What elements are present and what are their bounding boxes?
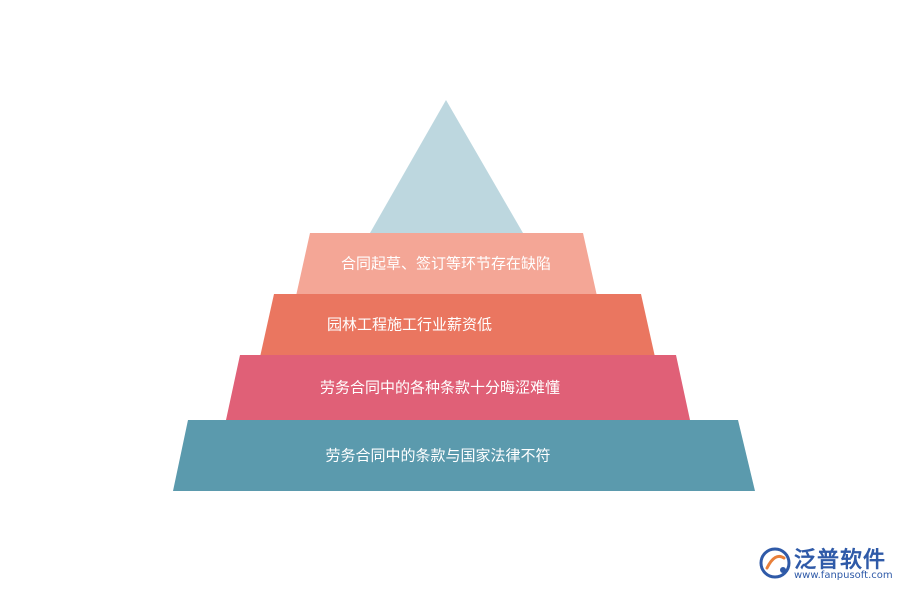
tier-4-shape: [173, 420, 755, 491]
tier-2-shape: [260, 294, 655, 357]
pyramid-tier-4: 劳务合同中的条款与国家法律不符: [173, 420, 755, 491]
pyramid-tier-3: 劳务合同中的各种条款十分晦涩难懂: [226, 355, 690, 420]
tier-4-label: 劳务合同中的条款与国家法律不符: [325, 447, 550, 465]
tier-2-label: 园林工程施工行业薪资低: [327, 316, 492, 334]
logo-url: www.fanpusoft.com: [794, 570, 893, 581]
tier-3-shape: [226, 355, 690, 420]
pyramid-tier-1: 合同起草、签订等环节存在缺陷: [296, 233, 597, 296]
fanpu-logo-icon: [759, 547, 791, 579]
tier-3-label: 劳务合同中的各种条款十分晦涩难懂: [320, 379, 560, 397]
pyramid-tier-2: 园林工程施工行业薪资低: [260, 294, 655, 357]
pyramid-apex: [370, 100, 523, 233]
tier-1-shape: [296, 233, 597, 296]
logo-name: 泛普软件: [794, 548, 887, 573]
tier-1-label: 合同起草、签订等环节存在缺陷: [341, 255, 551, 273]
brand-logo: 泛普软件 www.fanpusoft.com: [758, 544, 893, 586]
